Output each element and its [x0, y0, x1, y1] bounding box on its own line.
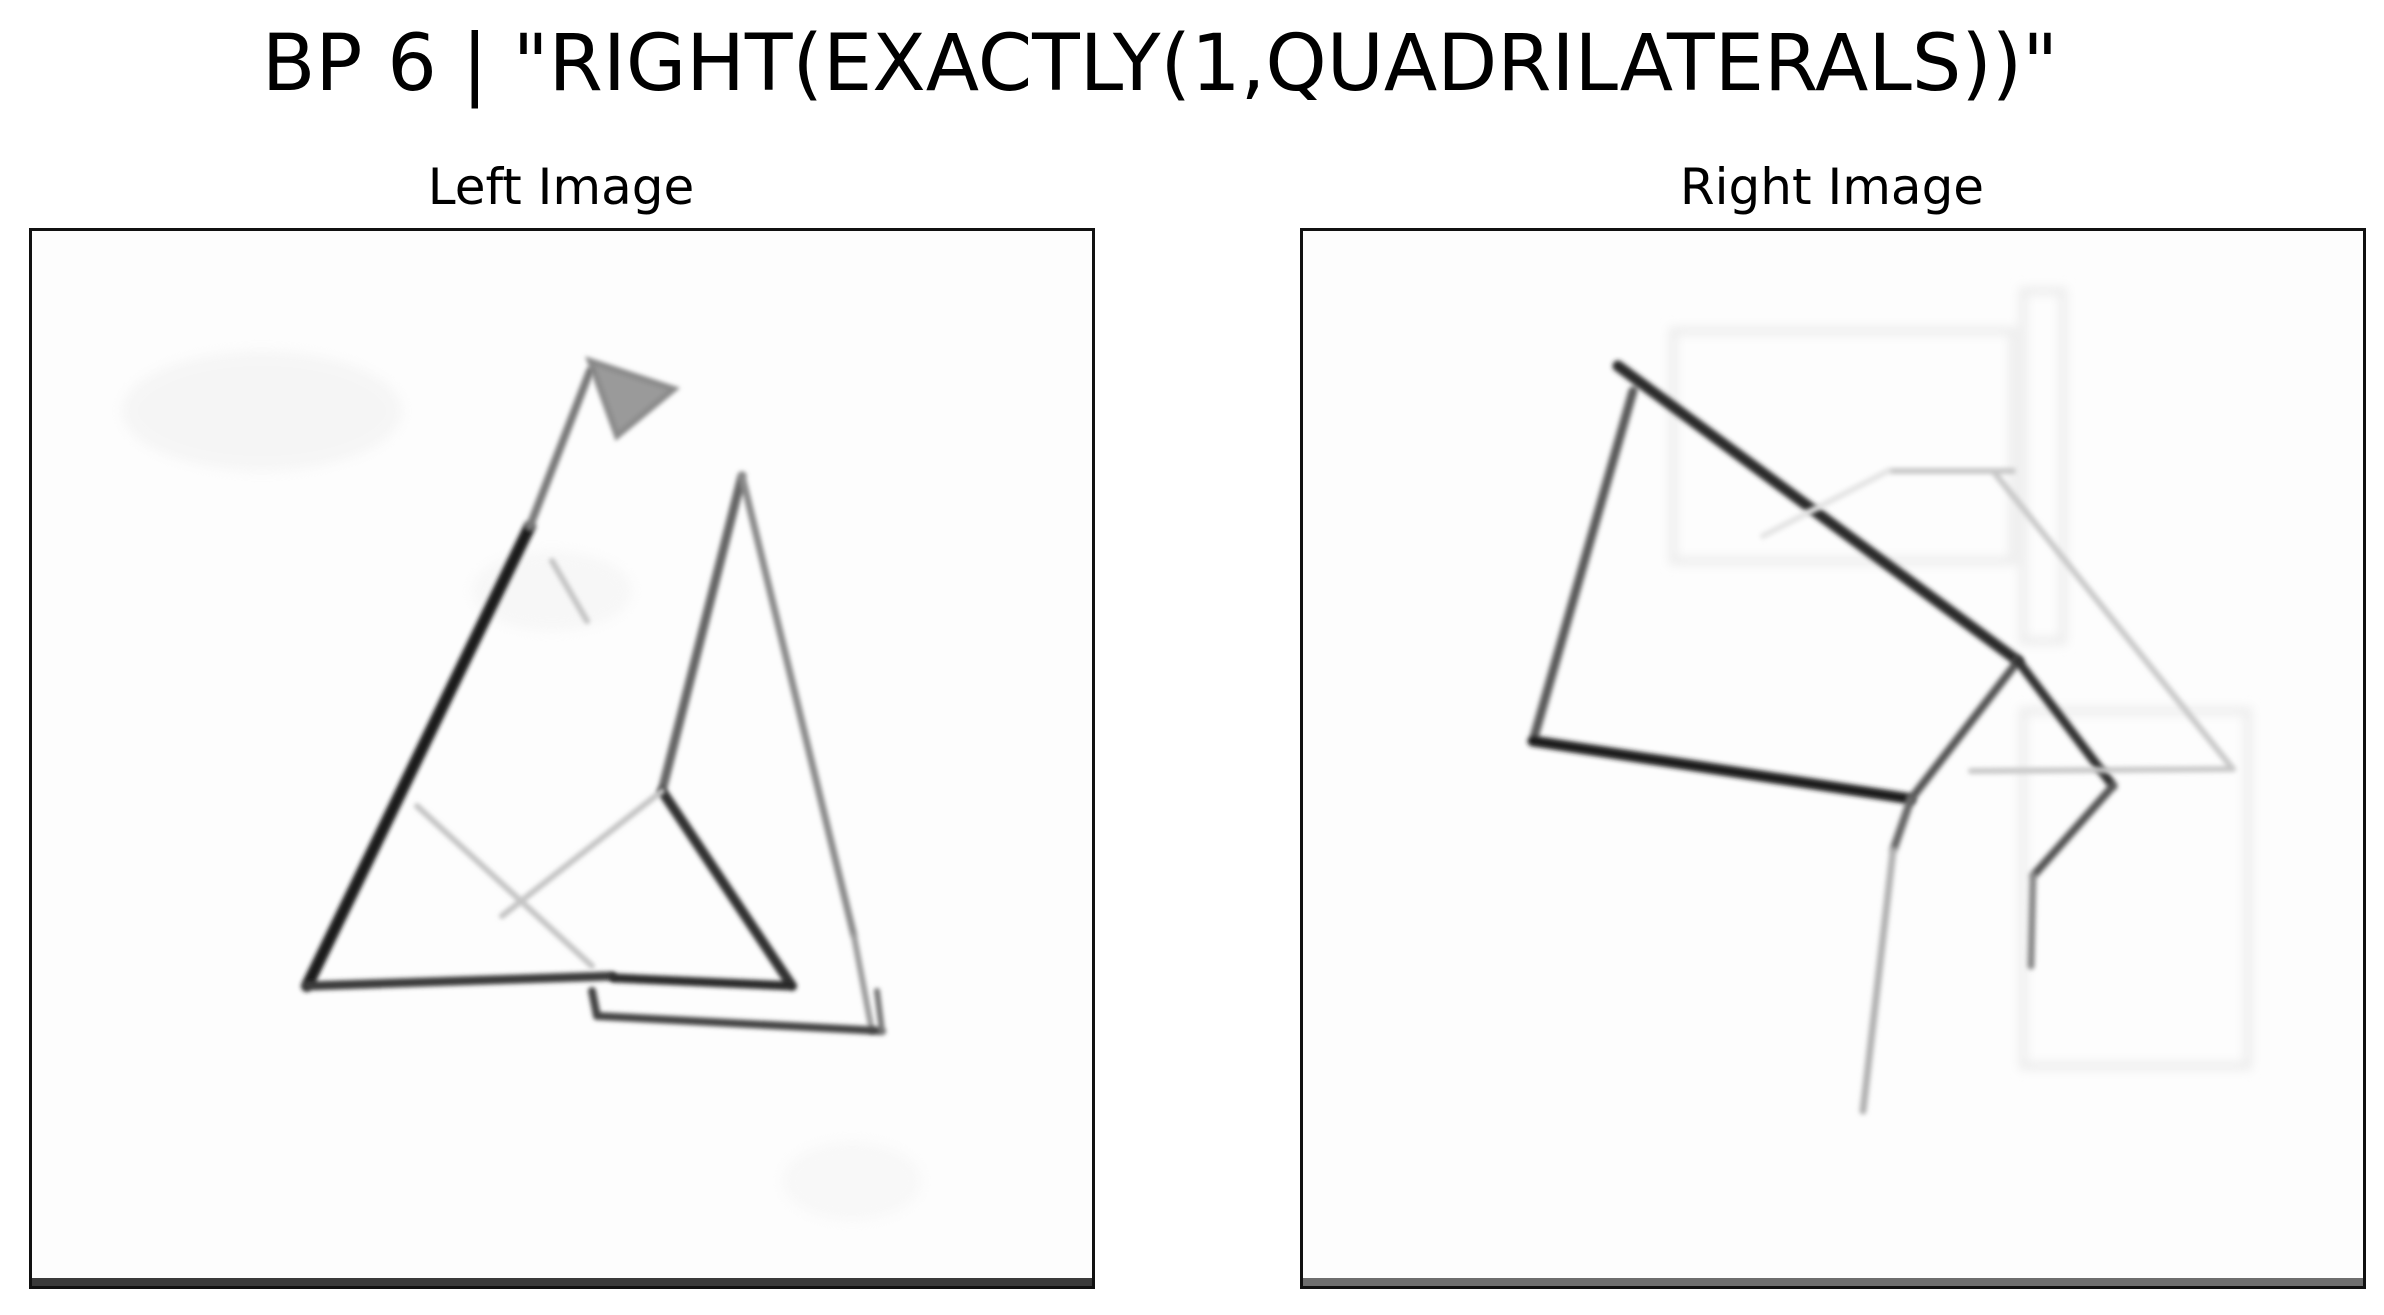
right-faint-rectangles	[1669, 287, 2252, 1070]
left-panel-title: Left Image	[427, 158, 695, 216]
left-image-drawing	[122, 351, 922, 1221]
left-panel-bottom-band	[32, 1278, 1092, 1286]
left-faint-lines	[414, 558, 665, 969]
right-panel-bottom-band	[1303, 1278, 2363, 1286]
left-image-panel	[29, 228, 1095, 1289]
right-main-quadrilateral	[1527, 360, 2024, 805]
left-right-shape	[609, 471, 875, 1034]
left-bottom-shape	[588, 987, 886, 1035]
right-image-drawing	[1527, 287, 2252, 1115]
right-zigzag-shape	[1859, 656, 2118, 1115]
left-large-triangle	[301, 367, 617, 992]
figure-title: BP 6 | "RIGHT(EXACTLY(1,QUADRILATERALS))…	[261, 19, 2059, 109]
left-top-triangle	[585, 356, 681, 442]
right-image-panel	[1300, 228, 2366, 1289]
right-panel-title: Right Image	[1679, 158, 1985, 216]
right-faint-parallelogram	[1760, 468, 2236, 774]
left-background-haze	[122, 351, 922, 1221]
